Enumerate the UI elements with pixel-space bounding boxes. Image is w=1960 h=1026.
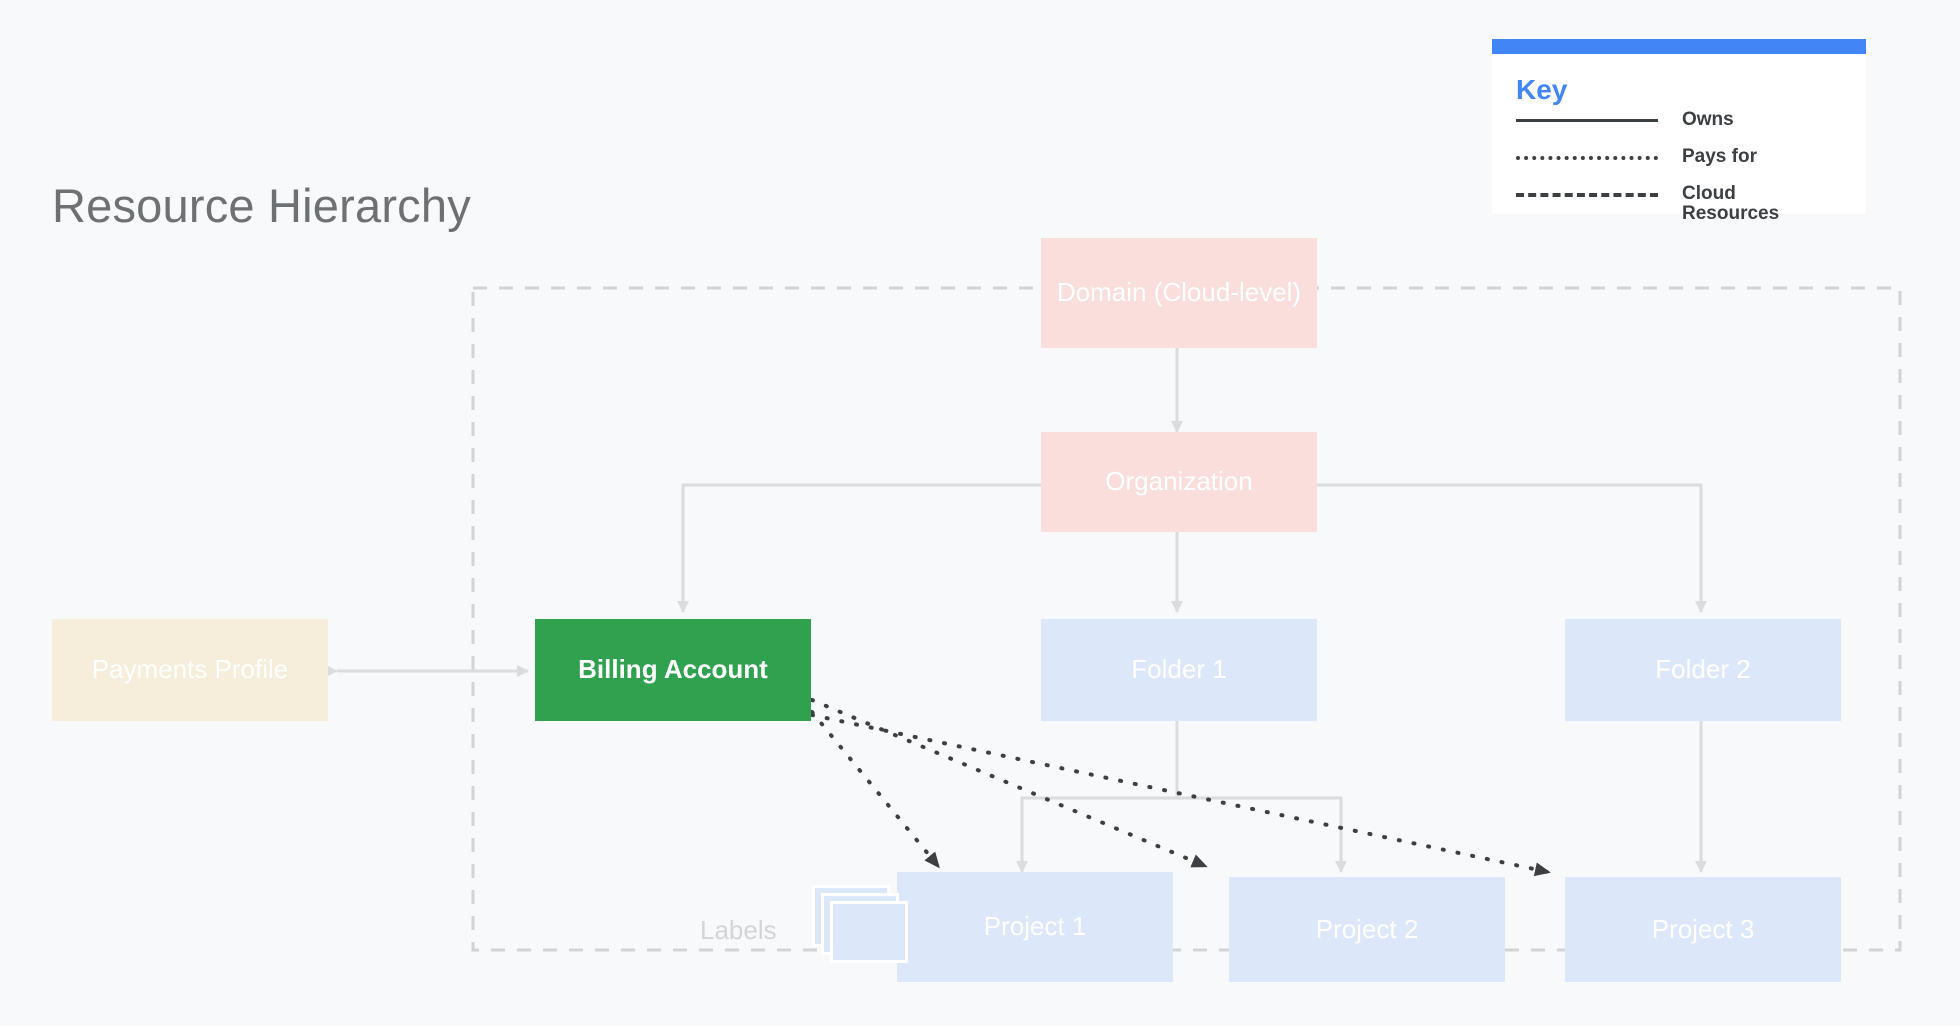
- legend-item-cloud-resources: Cloud Resources: [1516, 183, 1842, 224]
- legend-accent-bar: [1492, 39, 1866, 54]
- node-project-2[interactable]: Project 2: [1229, 877, 1505, 982]
- labels-caption: Labels: [700, 915, 777, 945]
- node-domain[interactable]: Domain (Cloud-level): [1041, 238, 1317, 348]
- legend-item-owns: Owns: [1516, 110, 1842, 147]
- node-project-3[interactable]: Project 3: [1565, 877, 1841, 982]
- node-payments-profile[interactable]: Payments Profile: [52, 619, 328, 721]
- edge-billing-account-project-2: [810, 698, 1208, 868]
- page-title: Resource Hierarchy: [52, 179, 471, 232]
- legend-item-label: Owns: [1682, 109, 1734, 130]
- node-folder-2[interactable]: Folder 2: [1565, 619, 1841, 721]
- dotted-line-icon: [1516, 156, 1658, 160]
- legend-item-label: Pays for: [1682, 146, 1757, 167]
- legend-item-pays-for: Pays for: [1516, 147, 1842, 184]
- dashed-line-icon: [1516, 193, 1658, 197]
- edge-billing-account-project-3: [810, 713, 1551, 877]
- edge-billing-account-project-1: [810, 710, 940, 869]
- node-billing-account[interactable]: Billing Account: [535, 619, 811, 721]
- node-project-1[interactable]: Project 1: [897, 872, 1173, 982]
- legend-item-label: Cloud Resources: [1682, 183, 1780, 224]
- edge-folder-1-project-2: [1177, 796, 1347, 873]
- label-card-front: [830, 901, 908, 963]
- edge-folder-1-project-1: [1016, 721, 1179, 873]
- node-organization[interactable]: Organization: [1041, 432, 1317, 532]
- legend-title: Key: [1516, 74, 1568, 105]
- solid-line-icon: [1516, 119, 1658, 122]
- legend-key: Key Owns Pays for Cloud Resources: [1492, 39, 1866, 223]
- node-folder-1[interactable]: Folder 1: [1041, 619, 1317, 721]
- label-card-stack[interactable]: [812, 885, 912, 967]
